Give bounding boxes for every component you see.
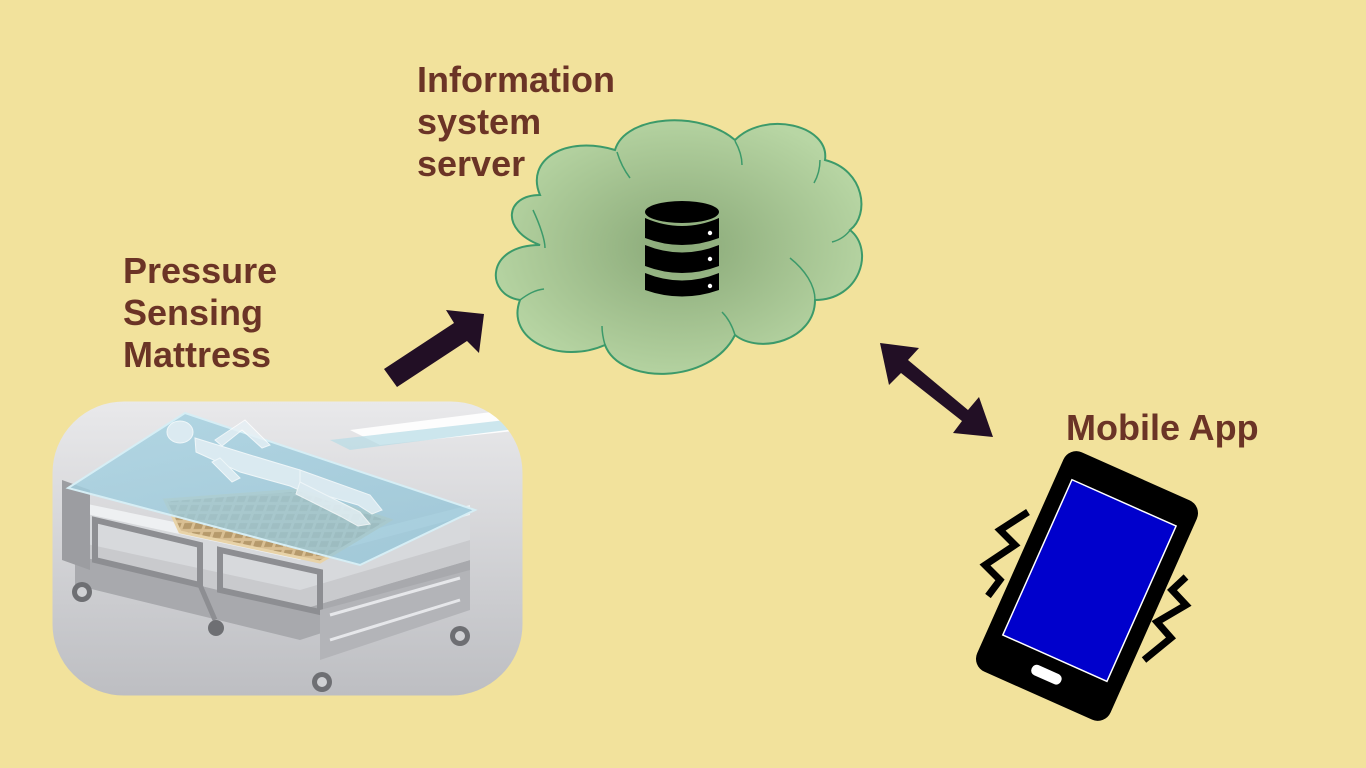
mobile-app-label: Mobile App	[1066, 407, 1259, 448]
vibrating-smartphone-icon	[975, 451, 1199, 721]
one-way-arrow	[384, 310, 484, 387]
two-way-arrow	[880, 343, 993, 437]
bed-image-frame	[51, 400, 524, 697]
database-icon	[645, 201, 719, 297]
server-cloud	[494, 119, 864, 375]
server-label: Information system server	[417, 59, 615, 184]
hospital-bed-with-pressure-sensor-mattress	[52, 401, 523, 696]
mattress-label: Pressure Sensing Mattress	[123, 250, 278, 375]
